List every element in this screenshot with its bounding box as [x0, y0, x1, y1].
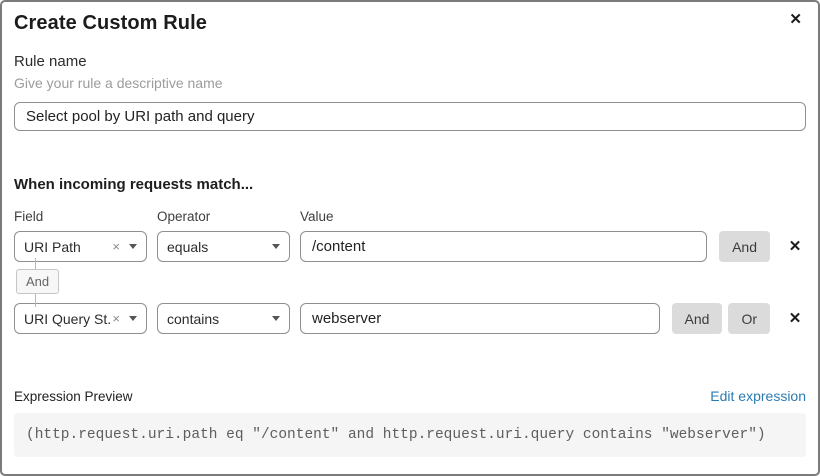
and-connector-badge: And [16, 269, 60, 294]
condition-connector: And [14, 258, 806, 307]
rule-name-field-wrap [14, 102, 806, 131]
field-column-label: Field [14, 209, 44, 224]
chevron-down-icon[interactable] [272, 244, 280, 249]
edit-expression-link[interactable]: Edit expression [710, 388, 806, 404]
condition-column-labels: Field Operator Value [14, 209, 806, 224]
rule-name-label: Rule name [14, 53, 87, 70]
and-button[interactable]: And [719, 231, 770, 262]
remove-condition-icon[interactable]: ✕ [788, 310, 802, 327]
or-button[interactable]: Or [728, 303, 770, 334]
clear-icon[interactable]: × [112, 311, 120, 326]
chevron-down-icon[interactable] [129, 244, 137, 249]
operator-select[interactable]: equals [157, 231, 290, 262]
close-icon[interactable]: ✕ [789, 11, 802, 28]
expression-preview-section: Expression Preview Edit expression (http… [14, 388, 806, 457]
operator-column-label: Operator [157, 209, 211, 224]
field-select-value: URI Query St... [24, 310, 113, 327]
field-select[interactable]: URI Query St... × [14, 303, 147, 334]
operator-select-value: equals [167, 238, 209, 255]
and-button[interactable]: And [671, 303, 723, 334]
rule-name-helper: Give your rule a descriptive name [14, 75, 223, 91]
expression-preview-header: Expression Preview Edit expression [14, 388, 806, 404]
value-column-label: Value [300, 209, 334, 224]
field-select[interactable]: URI Path × [14, 231, 147, 262]
clear-icon[interactable]: × [112, 239, 120, 254]
rule-name-input[interactable] [14, 102, 806, 131]
chevron-down-icon[interactable] [129, 316, 137, 321]
field-select-value: URI Path [24, 238, 81, 255]
operator-select-value: contains [167, 310, 220, 327]
expression-code: (http.request.uri.path eq "/content" and… [14, 413, 806, 457]
value-input[interactable] [300, 231, 708, 262]
operator-select[interactable]: contains [157, 303, 290, 334]
condition-row: URI Path × equals And ✕ [14, 231, 806, 262]
remove-condition-icon[interactable]: ✕ [788, 238, 802, 255]
page-title: Create Custom Rule [14, 12, 207, 34]
chevron-down-icon[interactable] [272, 316, 280, 321]
condition-row: URI Query St... × contains And Or ✕ [14, 303, 806, 334]
expression-preview-label: Expression Preview [14, 389, 133, 404]
match-heading: When incoming requests match... [14, 176, 254, 193]
value-input[interactable] [300, 303, 660, 334]
